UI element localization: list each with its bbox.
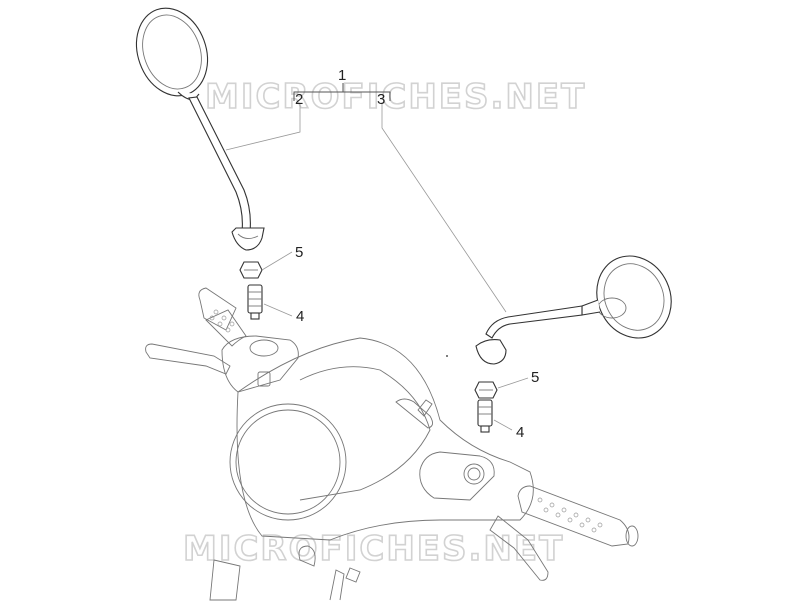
- left-nut: [239, 261, 263, 279]
- leader-5-right: [497, 377, 529, 389]
- callout-4-left: 4: [296, 308, 304, 325]
- callout-2: 2: [295, 91, 303, 108]
- leader-4-left: [263, 303, 293, 317]
- leader-3: [381, 104, 507, 313]
- leader-5-left: [261, 251, 293, 271]
- handlebar-assembly: [145, 287, 639, 601]
- callout-4-right: 4: [516, 424, 524, 441]
- callout-1: 1: [338, 67, 346, 84]
- right-stud: [477, 399, 493, 433]
- right-mirror: [475, 255, 672, 365]
- callout-5-left: 5: [295, 244, 303, 261]
- left-stud: [247, 284, 263, 320]
- right-nut: [474, 381, 498, 399]
- left-mirror: [135, 7, 265, 251]
- callout-5-right: 5: [531, 369, 539, 386]
- callout-3: 3: [377, 91, 385, 108]
- leader-4-right: [493, 419, 513, 431]
- bracket-1: [293, 91, 391, 101]
- watermark-top: MICROFICHES.NET: [205, 77, 586, 117]
- watermark-bottom: MICROFICHES.NET: [183, 529, 564, 569]
- leader-2: [225, 104, 301, 151]
